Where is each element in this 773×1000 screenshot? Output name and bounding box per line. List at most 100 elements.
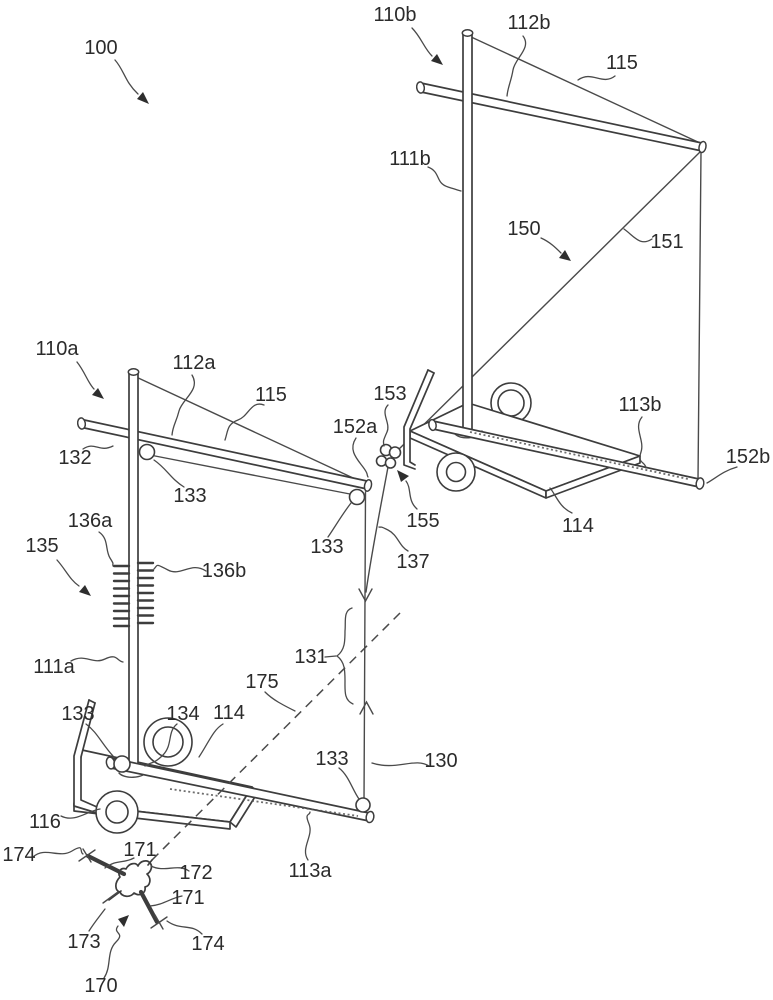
leader-150 (540, 237, 562, 254)
ref-label-111a: 111a (33, 656, 75, 678)
brace-131 (335, 607, 354, 705)
ref-label-136a: 136a (68, 510, 113, 532)
leader-172 (150, 865, 190, 872)
ref-label-133-cart-a: 133 (61, 703, 94, 725)
cart-a-front-wheel-hub (105, 800, 129, 824)
cart-b-front-wheel-hub (445, 461, 467, 483)
cart-a (73, 368, 370, 834)
ref-label-133-bar-end: 133 (315, 748, 348, 770)
bar-113b-end-cap-152b (695, 477, 705, 490)
ref-label-115-left: 115 (255, 384, 287, 406)
leader-135 (56, 559, 80, 587)
up-arrowhead (359, 700, 374, 715)
ref-label-152b: 152b (726, 446, 771, 468)
coupler-133-right (348, 488, 366, 506)
mast-b-top-cap (461, 29, 474, 37)
boom-a-tip-cap-152a (363, 479, 373, 492)
ref-label-133-upper: 133 (173, 485, 206, 507)
ref-label-133-mid: 133 (310, 536, 343, 558)
leader-171-lower (149, 895, 183, 907)
leader-174-left (32, 847, 84, 858)
bar-113b-fill (433, 421, 699, 487)
leader-152b (706, 466, 738, 484)
uav-body-172 (115, 860, 153, 898)
ref-label-137: 137 (396, 551, 429, 573)
ref-label-114-right: 114 (562, 515, 594, 537)
connector-cluster-153 (375, 443, 402, 469)
boom-rod-a-fill (82, 419, 367, 489)
leader-130 (371, 762, 430, 767)
ref-label-134: 134 (166, 703, 199, 725)
ref-label-111b: 111b (389, 148, 431, 170)
leader-152a (352, 437, 369, 478)
arrowhead-135 (79, 585, 91, 596)
ref-label-110b: 110b (373, 4, 416, 26)
leader-116 (60, 808, 101, 819)
suspension-line-151 (392, 151, 701, 456)
coupler-133-left (138, 443, 156, 461)
leader-111b (427, 166, 462, 192)
uav-rotor-sw-blade (102, 891, 119, 904)
uav-rotor-nw-blade2 (82, 848, 92, 863)
ref-label-136b: 136b (202, 560, 247, 582)
leader-100 (114, 59, 139, 95)
leader-113b (637, 416, 647, 469)
mast-b-fill (462, 34, 472, 431)
ref-label-110a: 110a (35, 338, 79, 360)
ref-label-131: 131 (294, 646, 327, 668)
guy-line-112b (468, 35, 701, 144)
ref-label-172: 172 (179, 862, 212, 884)
arrowhead-155 (397, 470, 409, 482)
uav-arm-ne (147, 859, 153, 866)
uav-arm-nw (85, 853, 127, 877)
uav-170 (78, 848, 168, 930)
leader-112a (171, 374, 195, 436)
ref-label-114-left: 114 (213, 702, 245, 724)
bar-113a-end-cap (365, 810, 375, 824)
uav-rotor-se-blade2 (154, 914, 164, 930)
mast-a-top-cap (127, 368, 140, 376)
leader-175 (264, 691, 296, 712)
uav-arm-se (138, 889, 160, 925)
arrowhead-170 (118, 915, 129, 927)
ref-label-153: 153 (373, 383, 406, 405)
leader-lines (32, 27, 738, 979)
leader-132 (82, 445, 114, 450)
ref-label-112b: 112b (507, 12, 550, 34)
leader-134 (144, 723, 178, 767)
reference-labels: 100 110b 112b 115 111b 150 151 110a 112a… (2, 4, 770, 997)
leader-114-left (198, 723, 224, 758)
leader-115-left (224, 403, 265, 441)
leader-115-right (577, 75, 616, 81)
leader-113a (304, 811, 311, 861)
cart-a-wall-top (88, 699, 96, 704)
mast-a-fill (128, 373, 139, 768)
tie-line-133 (149, 454, 356, 496)
leader-133-upper (153, 459, 185, 488)
crossbar-a-end-cap (76, 417, 87, 430)
bar-113b-left-cap (428, 418, 437, 432)
guy-line-112a (133, 375, 367, 485)
leader-133-cart-a (85, 723, 114, 757)
arrowhead-110a (92, 388, 104, 399)
cart-b-rear-wheel-hub (497, 389, 525, 417)
ref-label-171-upper: 171 (123, 839, 156, 861)
bar-113a-shading (169, 788, 359, 817)
down-arrowhead (358, 588, 373, 603)
bar-113b-top-edge (432, 420, 700, 480)
ref-label-112a: 112a (172, 352, 216, 374)
bar-113b-shading (469, 431, 689, 480)
ref-label-100: 100 (84, 37, 117, 59)
leader-155 (405, 480, 418, 510)
ref-label-151: 151 (650, 231, 683, 253)
leader-137 (378, 526, 409, 552)
bar-113b-bottom-edge (432, 428, 700, 488)
boom-rod-a-bottom-edge (81, 426, 368, 490)
bar-113a-fill (111, 758, 369, 821)
leader-173 (88, 908, 106, 932)
left-stand-assembly (73, 368, 373, 834)
coupler-133-bar-end (355, 797, 371, 813)
ref-label-130: 130 (424, 750, 457, 772)
boom-rod-a-top-edge (81, 418, 368, 482)
